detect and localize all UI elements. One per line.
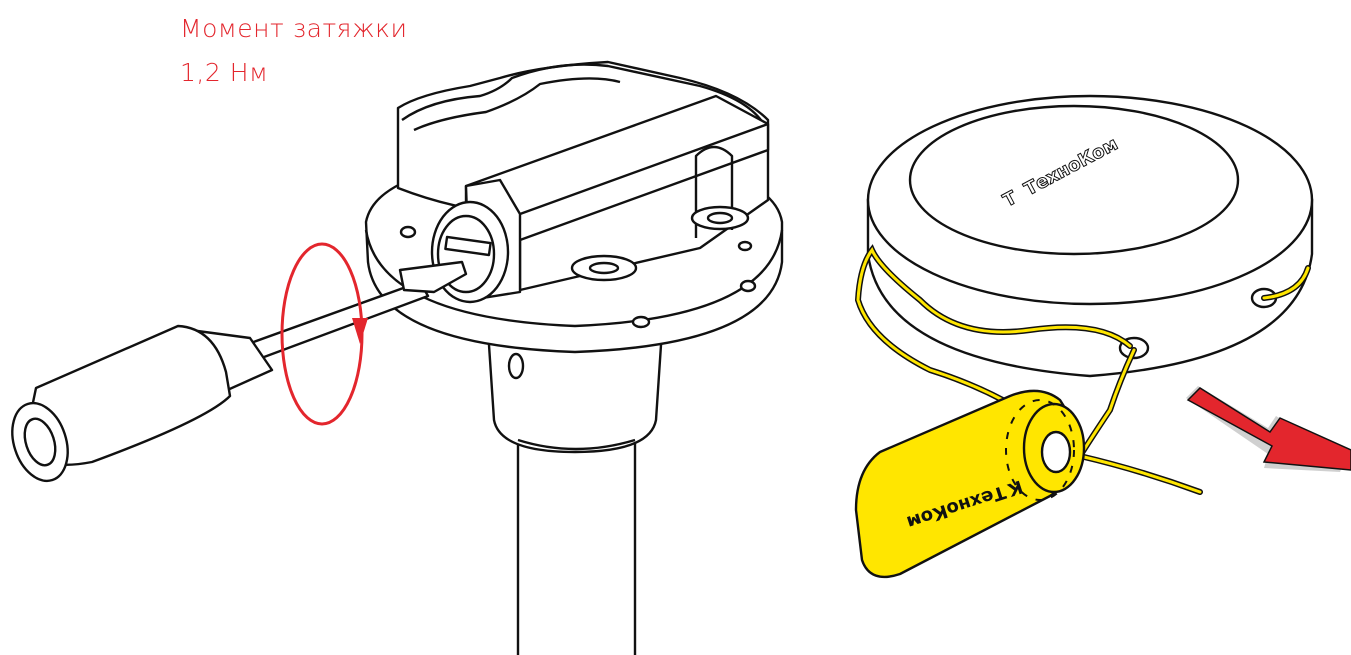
circular-arrow-icon xyxy=(280,242,368,426)
sensor-cover: Т ТехноКом xyxy=(866,94,1314,378)
sensor-top-bar-edge xyxy=(519,122,769,216)
adjustment-screw-slot xyxy=(444,235,492,257)
screwdriver-handle-end-inner xyxy=(23,417,57,467)
torque-caption-title: Момент затяжки xyxy=(180,14,408,43)
pull-arrow-icon xyxy=(1186,386,1351,472)
sensor-probe-tube xyxy=(516,440,637,655)
flange-hole xyxy=(737,240,753,252)
screwdriver-shaft xyxy=(246,280,430,362)
seal-wire xyxy=(854,244,1311,495)
sensor-neck-hole xyxy=(507,352,525,380)
seal-lock-dashes xyxy=(1005,399,1075,501)
sensor-flange-edge xyxy=(364,229,784,328)
sensor-probe-joint xyxy=(517,438,636,451)
sensor-housing-inner-rim xyxy=(413,77,621,132)
flange-hole xyxy=(399,225,417,239)
flange-hole xyxy=(631,315,651,329)
cover-top-inner xyxy=(908,104,1240,256)
fuel-sensor xyxy=(364,60,784,655)
seal-lock-center xyxy=(1040,430,1072,474)
seal-logo-mark: К xyxy=(1005,475,1026,500)
sensor-neck xyxy=(486,328,664,454)
mounting-post-hole xyxy=(706,211,734,225)
flange-hole xyxy=(739,279,757,293)
screwdriver xyxy=(11,260,468,483)
housing-slot xyxy=(694,145,734,238)
screwdriver-blade xyxy=(398,260,468,294)
sensor-housing-lip xyxy=(401,63,767,127)
torque-caption-value: 1,2 Нм xyxy=(180,58,269,87)
security-seal: ТехноКом К xyxy=(854,389,1086,579)
mounting-post-hole xyxy=(588,261,620,275)
